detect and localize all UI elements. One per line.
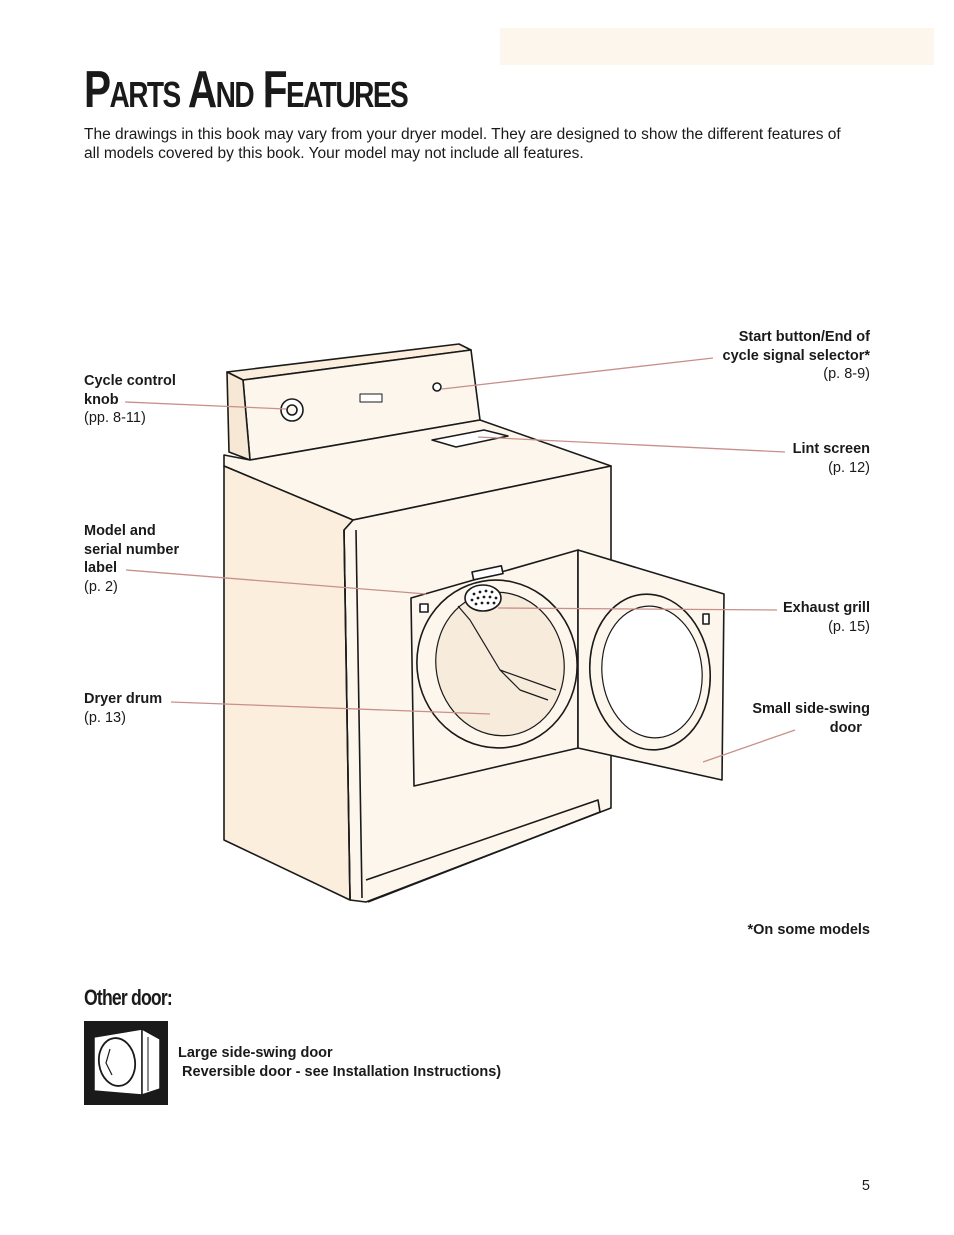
footnote: *On some models [747, 922, 870, 938]
label-exhaust-grill: Exhaust grill (p. 15) [783, 599, 870, 636]
model-label-line1: Model and [84, 523, 156, 539]
cycle-knob-ref: (pp. 8-11) [84, 410, 146, 426]
page-title: Parts And Features [84, 61, 409, 119]
start-button-ref: (p. 8-9) [823, 366, 870, 382]
label-start-button: Start button/End of cycle signal selecto… [723, 328, 871, 384]
small-door-line2: door [829, 719, 870, 736]
header-accent-bar [500, 28, 934, 65]
label-model-serial: Model and serial number label (p. 2) [84, 522, 179, 596]
other-door-heading: Other door: [84, 985, 173, 1010]
dryer-illustration [124, 343, 796, 903]
label-small-door: Small side-swing door [752, 700, 870, 737]
model-label-line3: label [84, 560, 118, 576]
label-lint-screen: Lint screen (p. 12) [793, 440, 870, 477]
dryer-drum-name: Dryer drum [84, 691, 163, 707]
other-door-line1: Large side-swing door [178, 1045, 333, 1061]
cycle-knob-line1: Cycle control [84, 373, 176, 389]
exhaust-grill-ref: (p. 15) [828, 618, 870, 635]
start-button-line2: cycle signal selector* [722, 347, 871, 364]
other-door-description: Large side-swing door Reversible door - … [178, 1044, 501, 1082]
exhaust-grill-name: Exhaust grill [782, 600, 870, 616]
label-dryer-drum: Dryer drum (p. 13) [84, 690, 162, 727]
cycle-knob-line2: knob [84, 391, 119, 408]
label-cycle-control-knob: Cycle control knob (pp. 8-11) [84, 372, 176, 428]
large-door-icon [84, 1021, 168, 1105]
start-button-line1: Start button/End of [738, 329, 870, 345]
dryer-drum-ref: (p. 13) [84, 709, 126, 726]
intro-paragraph: The drawings in this book may vary from … [84, 126, 841, 162]
page-number: 5 [861, 1178, 870, 1194]
lint-screen-ref: (p. 12) [828, 459, 870, 476]
lint-screen-name: Lint screen [792, 441, 870, 457]
model-label-line2: serial number [84, 541, 180, 558]
other-door-line2: Reversible door - see Installation Instr… [178, 1064, 502, 1080]
small-door-line1: Small side-swing [752, 701, 870, 717]
model-label-ref: (p. 2) [84, 578, 118, 595]
